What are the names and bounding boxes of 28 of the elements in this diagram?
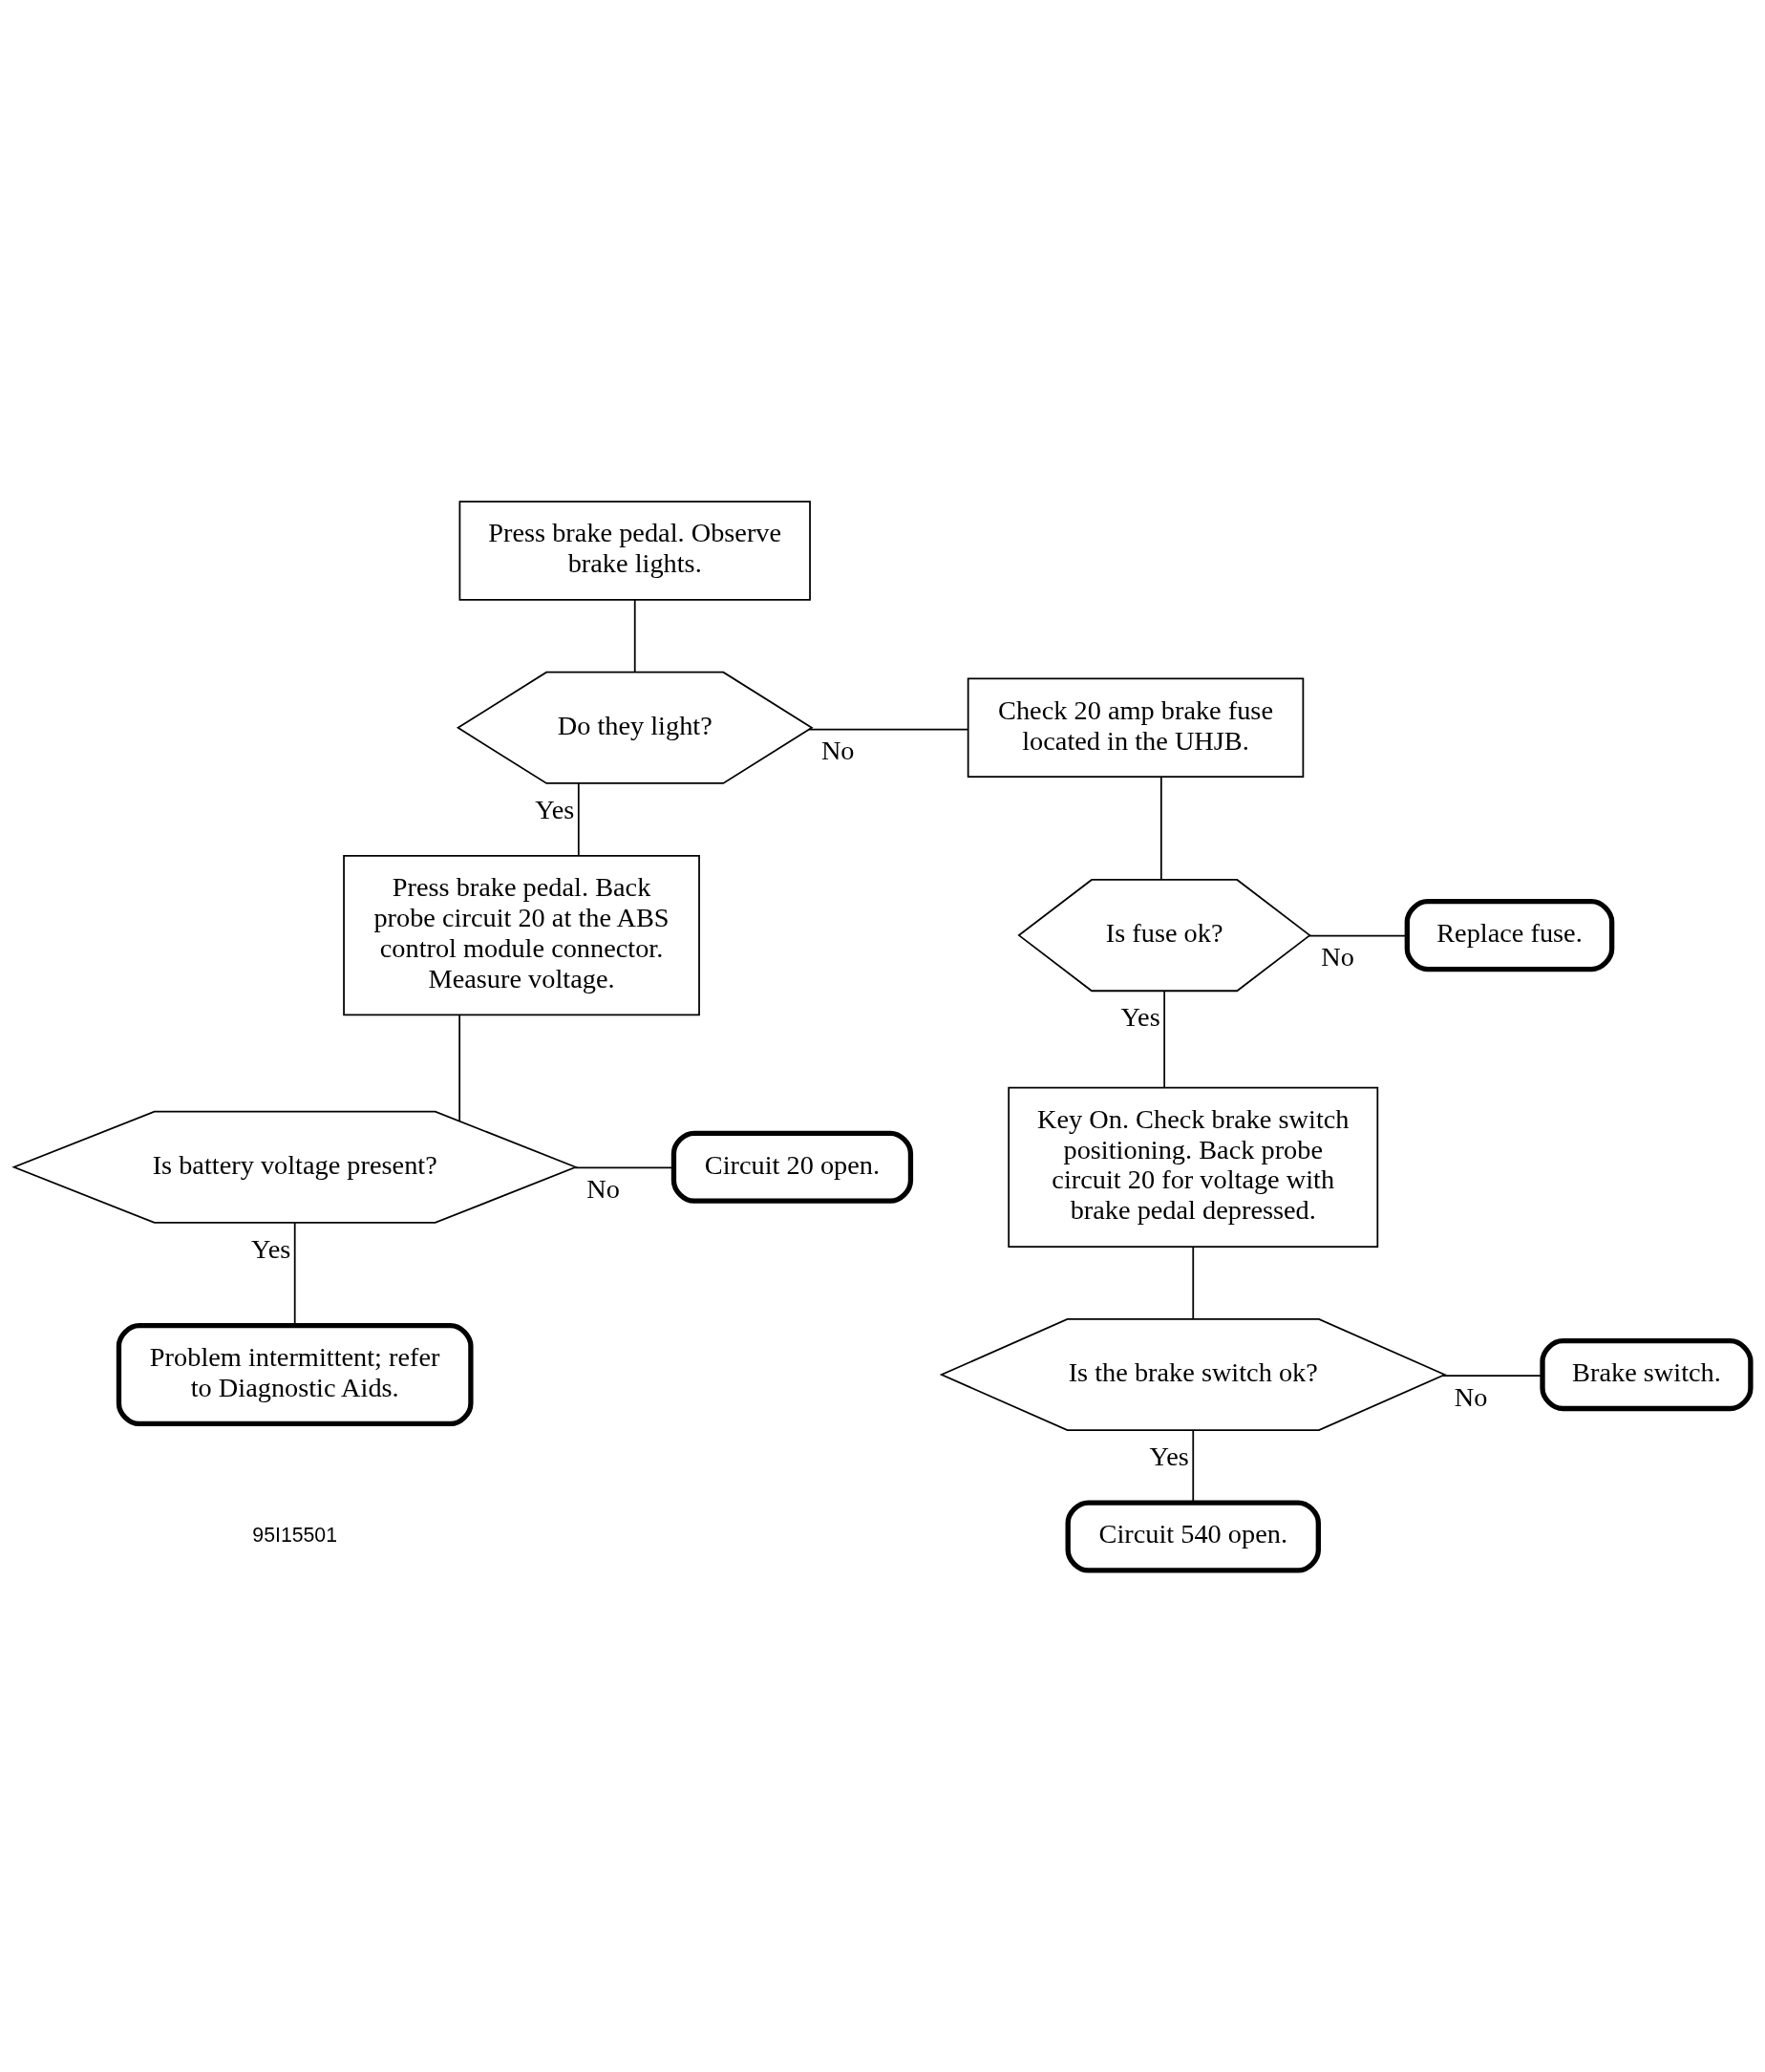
node-box: Replace fuse. [1404, 899, 1615, 972]
connector [1192, 1246, 1195, 1321]
node-box: Press brake pedal. Back probe circuit 20 at the ABS control module connector. Measure voltage. [343, 854, 700, 1016]
edge-label: Yes [1120, 1001, 1160, 1032]
connector [1192, 1429, 1195, 1504]
node-box: Key On. Check brake switch positioning. Back probe circuit 20 for voltage with brake pedal depressed. [1008, 1086, 1379, 1248]
edge-label: No [1454, 1381, 1488, 1412]
connector [808, 728, 969, 731]
edge-label: No [1321, 942, 1354, 972]
node-box: Circuit 540 open. [1065, 1500, 1321, 1573]
node-box: Circuit 20 open. [670, 1130, 914, 1204]
connector [1308, 934, 1408, 937]
node-box: Press brake pedal. Observe brake lights. [458, 501, 811, 601]
connector [577, 782, 580, 857]
connector [1163, 990, 1166, 1089]
node-box: Brake switch. [1540, 1337, 1754, 1412]
edge-label: Yes [1149, 1441, 1189, 1471]
node-box: Check 20 amp brake fuse located in the UHJB. [967, 677, 1305, 779]
connector [1441, 1375, 1543, 1378]
connector [1159, 776, 1162, 881]
edge-label: No [586, 1174, 620, 1205]
connector [458, 1014, 461, 1122]
label: 95I15501 [252, 1523, 338, 1547]
connector [633, 599, 636, 673]
edge-label: Yes [251, 1233, 291, 1264]
edge-label: No [820, 736, 855, 766]
node-box: Problem intermittent; refer to Diagnostic Aids. [116, 1323, 474, 1427]
edge-label: Yes [535, 794, 575, 824]
